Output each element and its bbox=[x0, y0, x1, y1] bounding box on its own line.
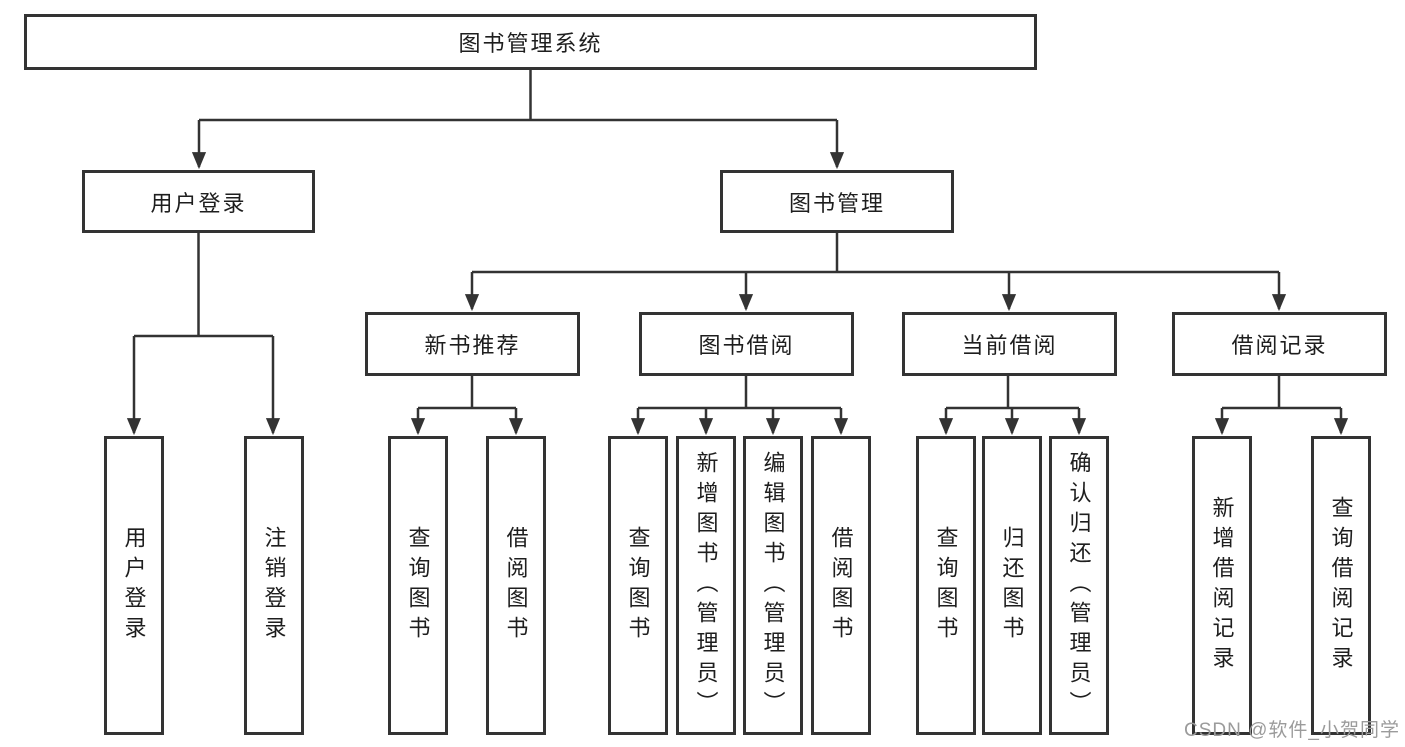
leaf-logout: 注销登录 bbox=[244, 436, 304, 735]
leaf-query-books-current-label: 查询图书 bbox=[933, 525, 959, 646]
leaf-query-books-current: 查询图书 bbox=[916, 436, 976, 735]
leaf-logout-label: 注销登录 bbox=[261, 525, 287, 646]
node-current-borrow: 当前借阅 bbox=[902, 312, 1117, 376]
leaf-query-borrow-record-label: 查询借阅记录 bbox=[1328, 495, 1354, 676]
leaf-add-book-admin: 新增图书（管理员） bbox=[676, 436, 736, 735]
node-new-book-recommend-label: 新书推荐 bbox=[424, 333, 521, 358]
node-book-borrow-label: 图书借阅 bbox=[698, 333, 795, 358]
leaf-confirm-return-admin-label: 确认归还（管理员） bbox=[1066, 450, 1092, 721]
leaf-return-book: 归还图书 bbox=[982, 436, 1042, 735]
leaf-borrow-books-recommend-label: 借阅图书 bbox=[503, 525, 529, 646]
node-user-login: 用户登录 bbox=[82, 170, 315, 233]
node-book-borrow: 图书借阅 bbox=[639, 312, 854, 376]
node-book-management-label: 图书管理 bbox=[788, 190, 885, 216]
leaf-query-books-recommend: 查询图书 bbox=[388, 436, 448, 735]
leaf-query-borrow-record: 查询借阅记录 bbox=[1311, 436, 1371, 735]
leaf-borrow-books: 借阅图书 bbox=[811, 436, 871, 735]
leaf-edit-book-admin-label: 编辑图书（管理员） bbox=[760, 450, 786, 721]
watermark-text: CSDN @软件_小贺同学 bbox=[1184, 720, 1400, 741]
arrow-edges bbox=[126, 120, 1349, 436]
leaf-borrow-books-label: 借阅图书 bbox=[828, 525, 854, 646]
node-book-management: 图书管理 bbox=[720, 170, 954, 233]
node-user-login-label: 用户登录 bbox=[150, 190, 247, 216]
leaf-query-books-borrow: 查询图书 bbox=[608, 436, 668, 735]
leaf-add-borrow-record-label: 新增借阅记录 bbox=[1209, 495, 1235, 676]
leaf-user-login-label: 用户登录 bbox=[121, 525, 147, 646]
node-root-label: 图书管理系统 bbox=[458, 31, 603, 56]
node-new-book-recommend: 新书推荐 bbox=[365, 312, 580, 376]
node-borrow-records: 借阅记录 bbox=[1172, 312, 1387, 376]
leaf-query-books-recommend-label: 查询图书 bbox=[405, 525, 431, 646]
leaf-borrow-books-recommend: 借阅图书 bbox=[486, 436, 546, 735]
leaf-user-login: 用户登录 bbox=[104, 436, 164, 735]
leaf-confirm-return-admin: 确认归还（管理员） bbox=[1049, 436, 1109, 735]
node-current-borrow-label: 当前借阅 bbox=[961, 333, 1058, 358]
leaf-return-book-label: 归还图书 bbox=[999, 525, 1025, 646]
leaf-edit-book-admin: 编辑图书（管理员） bbox=[743, 436, 803, 735]
leaf-add-book-admin-label: 新增图书（管理员） bbox=[693, 450, 719, 721]
leaf-query-books-borrow-label: 查询图书 bbox=[625, 525, 651, 646]
node-root: 图书管理系统 bbox=[24, 14, 1037, 70]
leaf-add-borrow-record: 新增借阅记录 bbox=[1192, 436, 1252, 735]
node-borrow-records-label: 借阅记录 bbox=[1231, 333, 1328, 358]
